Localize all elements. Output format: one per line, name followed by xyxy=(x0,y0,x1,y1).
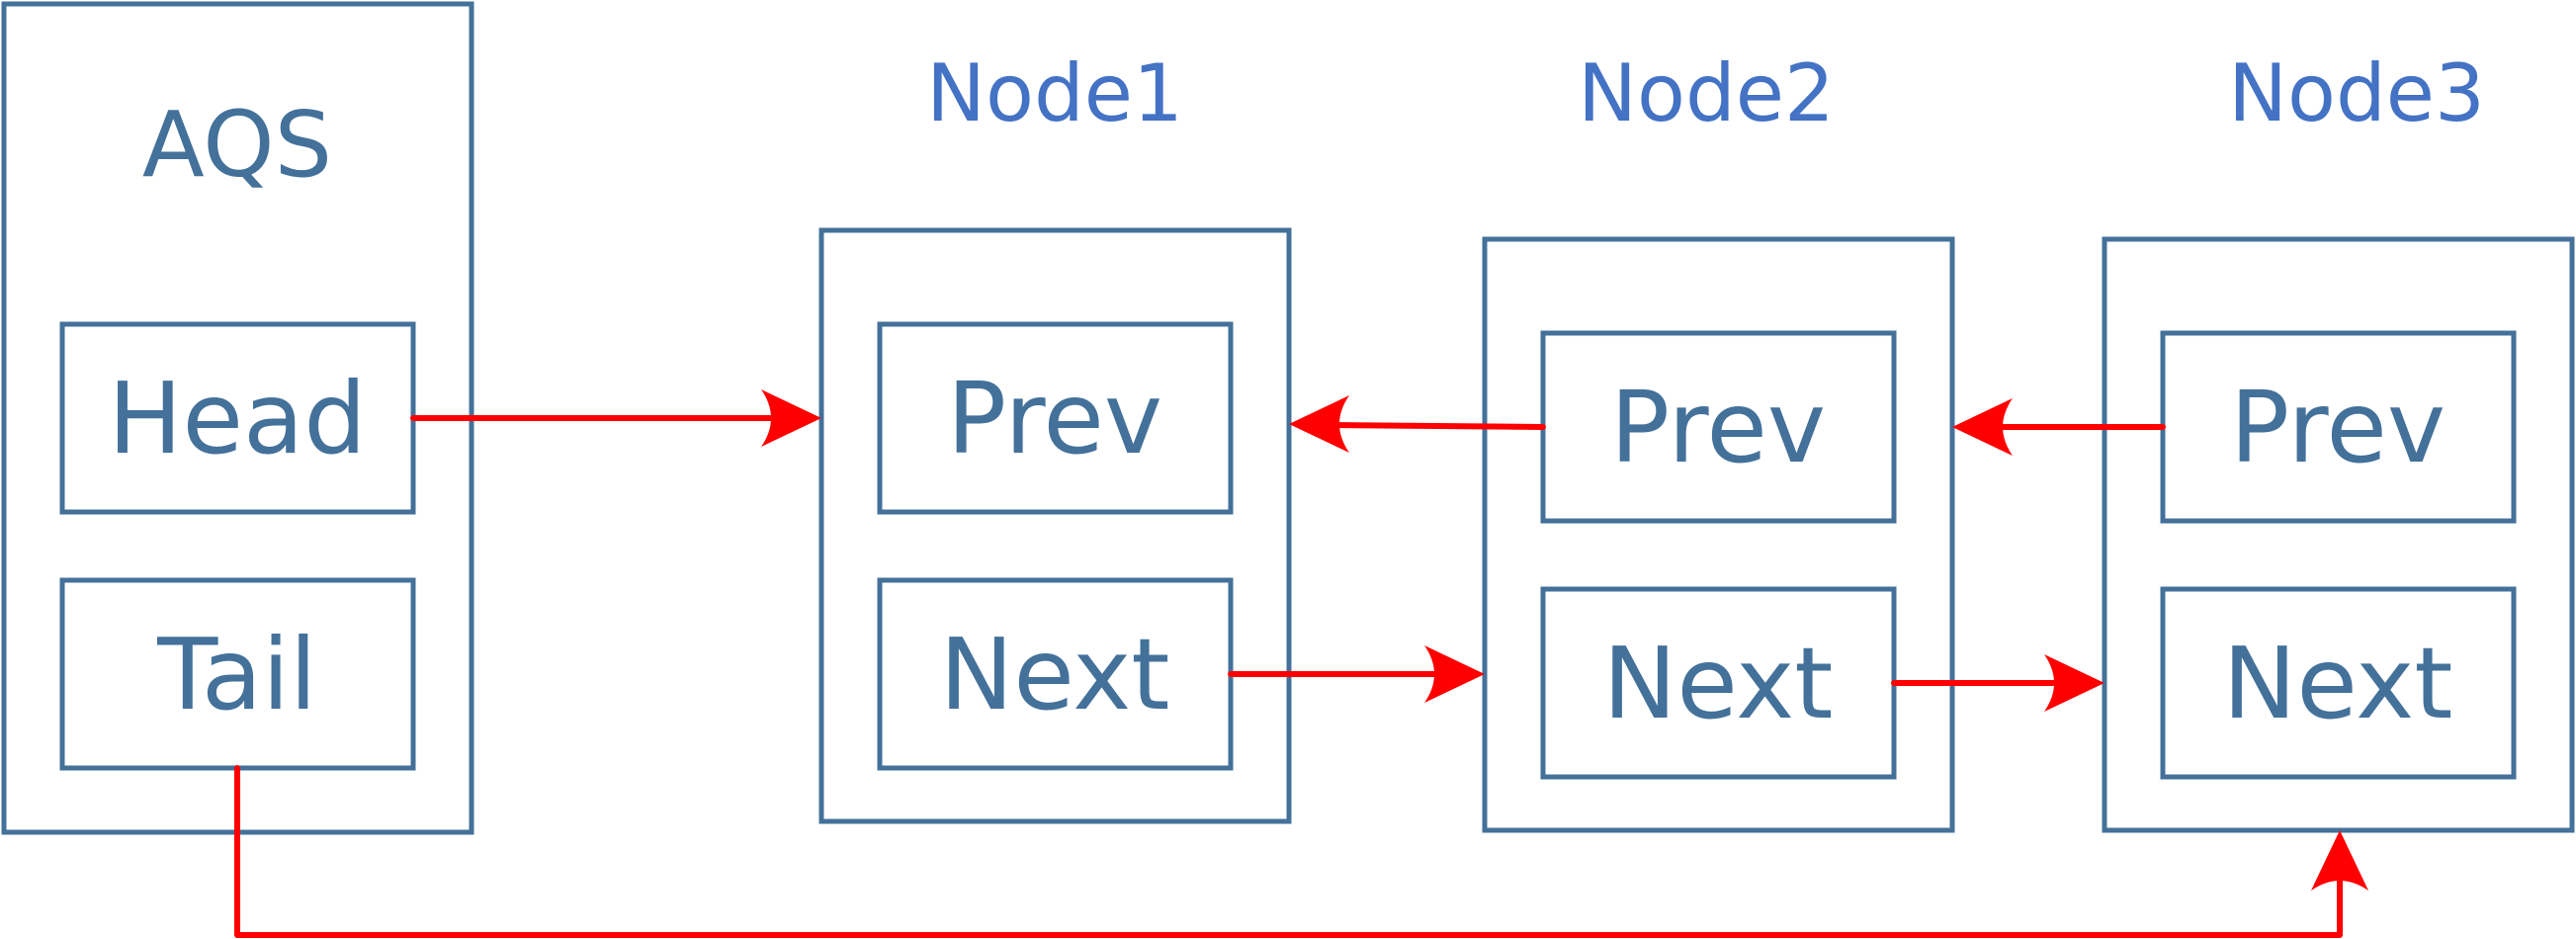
node3-block: Node3 Prev Next xyxy=(2102,47,2575,833)
node1-next-field xyxy=(877,577,1234,771)
node1-next-label: Next xyxy=(940,617,1170,732)
arrow-node1-next-to-node2 xyxy=(1228,645,1485,703)
aqs-tail-field xyxy=(59,577,416,771)
arrow-node3-prev-to-node2 xyxy=(1952,398,2166,456)
node2-next-label: Next xyxy=(1603,626,1834,741)
node2-title: Node2 xyxy=(1578,47,1835,139)
arrow-tail-to-node3 xyxy=(234,765,2368,938)
node2-prev-label: Prev xyxy=(1610,370,1826,485)
node3-title: Node3 xyxy=(2228,47,2485,139)
aqs-head-field xyxy=(59,321,416,515)
node2-next-field xyxy=(1540,586,1897,780)
node1-prev-label: Prev xyxy=(947,361,1162,476)
node3-prev-label: Prev xyxy=(2230,370,2446,485)
node3-next-label: Next xyxy=(2223,626,2453,741)
arrow-node2-prev-to-node1 xyxy=(1289,395,1546,453)
node2-block: Node2 Prev Next xyxy=(1482,47,1955,833)
aqs-block: AQS Head Tail xyxy=(1,1,474,835)
node1-prev-field xyxy=(877,321,1234,515)
arrow-node2-next-to-node3 xyxy=(1891,654,2104,712)
node1-title: Node1 xyxy=(926,47,1183,139)
arrow-head-to-node1 xyxy=(410,389,821,447)
aqs-title: AQS xyxy=(142,92,332,198)
node3-next-field xyxy=(2160,586,2517,780)
aqs-head-label: Head xyxy=(108,361,366,476)
node1-block: Node1 Prev Next xyxy=(818,47,1292,824)
aqs-tail-label: Tail xyxy=(156,617,316,732)
node3-prev-field xyxy=(2160,330,2517,524)
